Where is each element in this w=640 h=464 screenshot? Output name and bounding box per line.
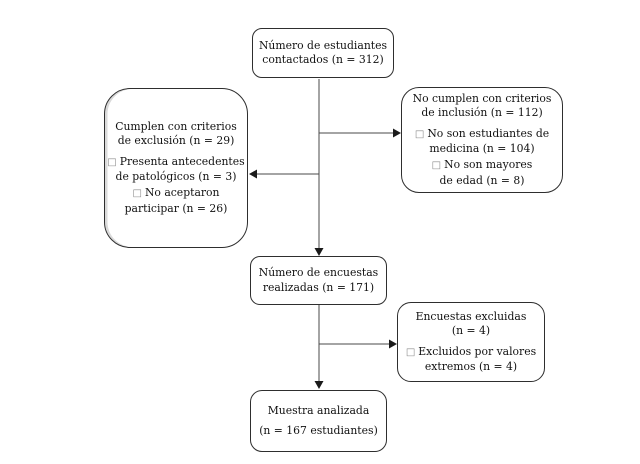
checklist-item-text: Presenta antecedentes <box>119 154 245 168</box>
checklist-item-text: No aceptaron <box>144 186 220 200</box>
box-text-line: (n = 167 estudiantes) <box>259 423 378 437</box>
arrowhead-down-analyzed <box>314 381 324 389</box>
box-text-line: realizadas (n = 171) <box>262 280 375 294</box>
flow-box-analyzed-sample: Muestra analizada (n = 167 estudiantes) <box>250 390 387 452</box>
box-text-line: extremos (n = 4) <box>424 359 518 373</box>
flow-box-excluded-surveys: Encuestas excluidas (n = 4) □Excluidos p… <box>397 302 545 382</box>
box-text-line: No cumplen con criterios <box>412 91 552 105</box>
box-text-line: de edad (n = 8) <box>439 173 525 187</box>
arrowhead-right-inclusion <box>393 128 401 138</box>
flow-box-contacted: Número de estudiantes contactados (n = 3… <box>252 28 394 78</box>
checklist-item-text: Excluidos por valores <box>418 344 537 358</box>
box-text-line: Encuestas excluidas <box>415 309 527 323</box>
checklist: □Presenta antecedentes de patológicos (n… <box>107 153 244 217</box>
checklist-item: □Presenta antecedentes de patológicos (n… <box>107 155 244 185</box>
checklist-item: □No son estudiantes de medicina (n = 104… <box>415 127 549 157</box>
checkbox-icon: □ <box>405 346 416 358</box>
box-text-line: de inclusión (n = 112) <box>421 106 543 120</box>
box-text-line: Número de encuestas <box>258 266 379 280</box>
checklist: □No son estudiantes de medicina (n = 104… <box>415 125 549 189</box>
checkbox-icon: □ <box>132 188 142 200</box>
box-text-line: Cumplen con criterios <box>115 119 237 133</box>
box-text-line: □No aceptaron <box>107 186 244 201</box>
arrowhead-right-excluded <box>389 339 397 349</box>
checklist-item: □No aceptaron participar (n = 26) <box>107 186 244 216</box>
flow-box-surveys-completed: Número de encuestas realizadas (n = 171) <box>250 256 387 305</box>
box-text-line: (n = 4) <box>451 324 491 338</box>
box-text-line: □Excluidos por valores <box>406 345 536 360</box>
arrowhead-left-exclusion <box>249 169 257 179</box>
box-text-line: participar (n = 26) <box>124 201 228 215</box>
checklist-item-text: No son estudiantes de <box>427 126 550 140</box>
flow-box-exclusion-criteria: Cumplen con criterios de exclusión (n = … <box>104 88 248 248</box>
checklist-item: □Excluidos por valores extremos (n = 4) <box>406 345 536 375</box>
box-text-line: medicina (n = 104) <box>429 142 535 155</box>
box-text-line: □No son mayores <box>415 158 549 173</box>
box-text-line: de exclusión (n = 29) <box>117 134 235 148</box>
checklist-item: □No son mayores de edad (n = 8) <box>415 158 549 188</box>
checkbox-icon: □ <box>431 160 442 172</box>
checkbox-icon: □ <box>107 156 117 168</box>
flow-box-inclusion-criteria: No cumplen con criterios de inclusión (n… <box>401 87 563 193</box>
checklist-item-text: No son mayores <box>444 158 533 172</box>
box-text-line: contactados (n = 312) <box>262 53 384 66</box>
arrowhead-down-surveys <box>314 248 324 256</box>
checkbox-icon: □ <box>414 128 425 140</box>
box-text-line: de patológicos (n = 3) <box>115 170 237 183</box>
box-text-line: □No son estudiantes de <box>415 127 549 142</box>
box-text-line: Muestra analizada <box>267 404 370 418</box>
box-text-line: Número de estudiantes <box>258 38 388 52</box>
box-text-line: □Presenta antecedentes <box>107 155 244 170</box>
checklist: □Excluidos por valores extremos (n = 4) <box>406 343 536 375</box>
